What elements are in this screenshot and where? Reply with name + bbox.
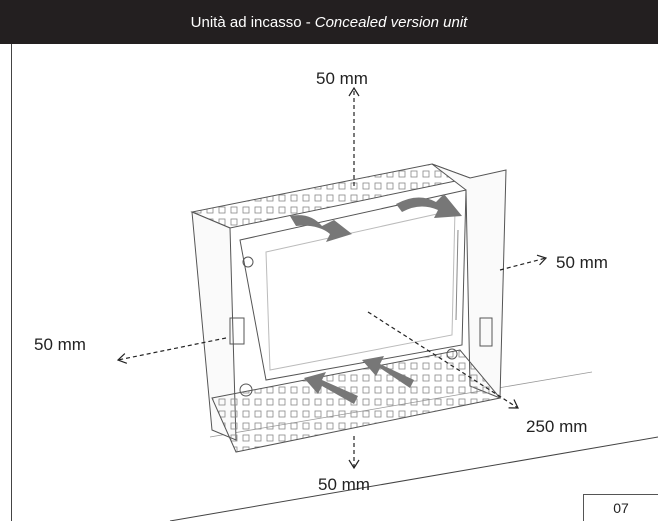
clearance-arrow-left [116, 337, 227, 364]
airflow-arrow-bottom-right [362, 356, 414, 388]
inner-opening [265, 209, 456, 371]
title-italian: Unità ad incasso - [190, 13, 311, 31]
airflow-arrows [290, 194, 462, 404]
bottom-grille [211, 349, 501, 453]
clearance-arrow-front [367, 311, 519, 409]
title-english: Concealed version unit [314, 13, 468, 31]
fixing-point-bottom-left [239, 383, 253, 397]
fixing-point-left [242, 256, 254, 268]
airflow-arrow-top-right [396, 194, 462, 218]
airflow-arrow-bottom-left [304, 372, 358, 404]
top-grille [190, 163, 472, 229]
label-right-clearance: 50 mm [556, 253, 608, 272]
bracket-left [229, 317, 245, 345]
page-number: 07 [583, 494, 658, 521]
rear-frame [239, 189, 467, 381]
floor-line-bottom [169, 436, 658, 521]
airflow-arrow-top-left [290, 215, 352, 242]
label-bottom-clearance: 50 mm [318, 475, 370, 494]
label-left-clearance: 50 mm [34, 335, 86, 354]
concealed-unit [190, 163, 507, 453]
label-front-clearance: 250 mm [526, 417, 587, 436]
frame-left-border [11, 44, 12, 521]
clearance-arrow-right [499, 254, 548, 271]
bracket-right [479, 317, 493, 347]
diagram-title-bar: Unità ad incasso - Concealed version uni… [0, 0, 658, 44]
label-top-clearance: 50 mm [316, 69, 368, 88]
fixing-point-bottom-right [446, 348, 458, 360]
pipe-right [455, 229, 459, 321]
